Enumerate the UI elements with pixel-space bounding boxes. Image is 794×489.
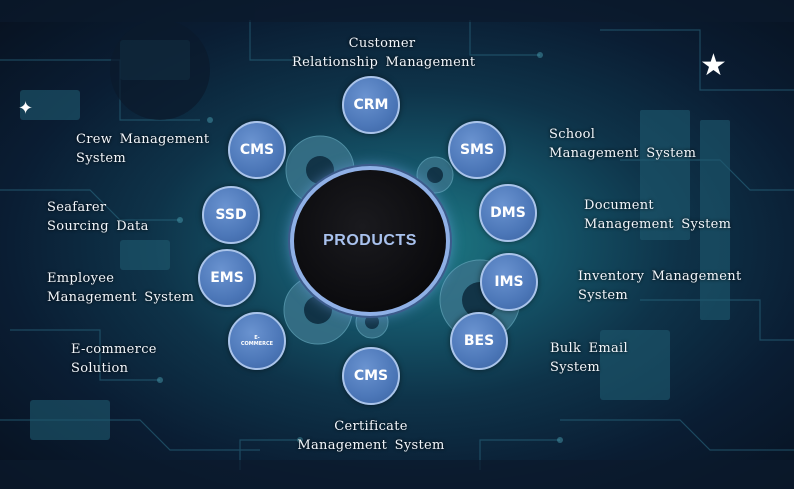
node-ssd-label: SSD [215,207,247,223]
label-cms-certificate-line2: Management System [297,438,445,453]
node-ems-label: EMS [210,270,244,286]
label-bes-line2: System [550,360,600,375]
label-ssd: Seafarer Sourcing Data [47,198,149,236]
node-ems[interactable]: EMS [198,249,256,307]
label-dms-line2: Management System [584,217,732,232]
node-cms-crew[interactable]: CMS [228,121,286,179]
label-ims: Inventory Management System [578,267,741,305]
node-cms-certificate-label: CMS [353,368,389,384]
node-ecommerce[interactable]: E- COMMERCE [228,312,286,370]
label-cms-certificate: Certificate Management System [290,417,452,455]
node-bes-label: BES [463,333,495,349]
label-cms-crew-line2: System [76,151,126,166]
label-sms-line2: Management System [549,146,697,161]
label-ems-line2: Management System [47,290,195,305]
node-sms-label: SMS [459,142,495,158]
label-dms: Document Management System [584,196,731,234]
shooting-star-icon: ★ [700,48,727,83]
label-ims-line2: System [578,288,628,303]
node-ims[interactable]: IMS [480,253,538,311]
products-label: PRODUCTS [323,232,417,249]
label-bes-line1: Bulk Email [550,341,628,356]
node-cms-crew-label: CMS [239,142,275,158]
label-dms-line1: Document [584,198,654,213]
label-ecommerce-line1: E-commerce [71,342,157,357]
label-cms-certificate-line1: Certificate [334,419,408,434]
label-ems-line1: Employee [47,271,115,286]
label-ecommerce: E-commerce Solution [71,340,157,378]
node-ims-label: IMS [494,274,524,290]
label-ecommerce-line2: Solution [71,361,129,376]
label-ims-line1: Inventory Management [578,269,742,284]
products-hub: PRODUCTS [290,166,450,316]
label-sms: School Management System [549,125,696,163]
label-ssd-line2: Sourcing Data [47,219,149,234]
label-bes: Bulk Email System [550,339,628,377]
node-sms[interactable]: SMS [448,121,506,179]
label-crm-line1: Customer [348,36,416,51]
node-dms[interactable]: DMS [479,184,537,242]
node-bes[interactable]: BES [450,312,508,370]
node-crm[interactable]: CRM [342,76,400,134]
node-ecommerce-label-line1: E- [254,335,260,341]
label-cms-crew: Crew Management System [76,130,209,168]
node-cms-certificate[interactable]: CMS [342,347,400,405]
label-crm-line2: Relationship Management [292,55,476,70]
label-ems: Employee Management System [47,269,194,307]
label-sms-line1: School [549,127,596,142]
label-crm: Customer Relationship Management [292,34,476,72]
label-cms-crew-line1: Crew Management [76,132,210,147]
star-icon: ✦ [18,98,34,119]
label-ssd-line1: Seafarer [47,200,107,215]
node-ssd[interactable]: SSD [202,186,260,244]
node-ecommerce-label-line2: COMMERCE [240,341,274,347]
node-crm-label: CRM [353,97,389,113]
node-dms-label: DMS [490,205,526,221]
